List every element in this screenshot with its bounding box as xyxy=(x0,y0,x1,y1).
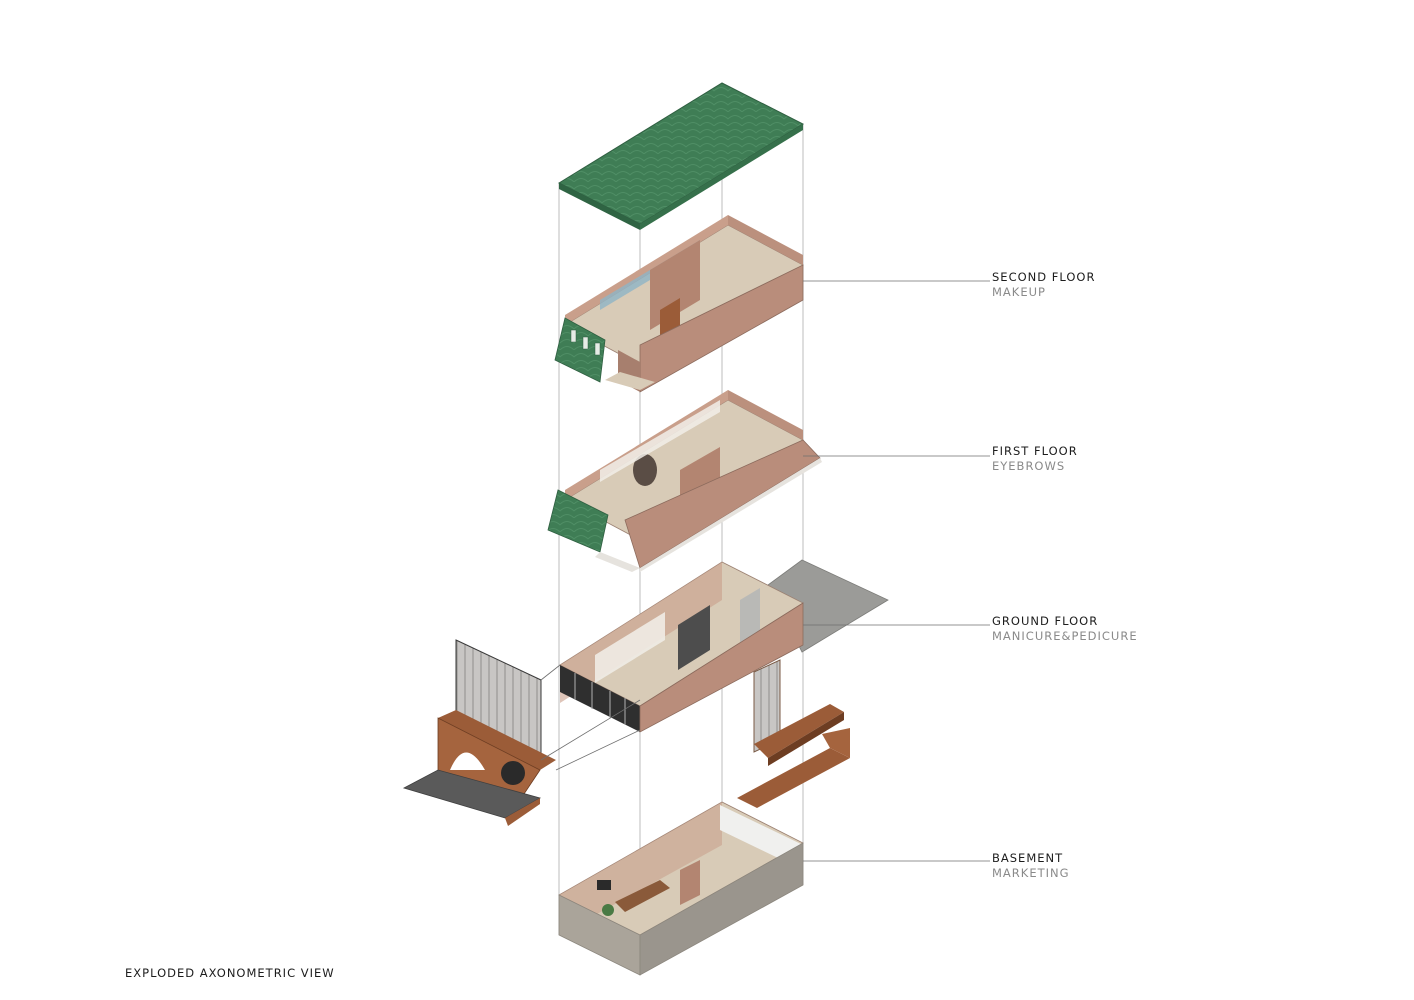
level-use: MANICURE&PEDICURE xyxy=(992,629,1138,643)
level-label-basement: BASEMENT MARKETING xyxy=(992,851,1070,881)
level-label-second-floor: SECOND FLOOR MAKEUP xyxy=(992,270,1095,300)
level-use: MAKEUP xyxy=(992,285,1046,299)
level-name: FIRST FLOOR xyxy=(992,444,1078,458)
level-label-ground-floor: GROUND FLOOR MANICURE&PEDICURE xyxy=(992,614,1138,644)
basement-model xyxy=(558,801,804,976)
level-name: GROUND FLOOR xyxy=(992,614,1099,628)
facade-signage-element xyxy=(402,639,556,826)
ground-floor-model xyxy=(559,559,889,733)
leader-lines xyxy=(803,280,990,862)
level-label-first-floor: FIRST FLOOR EYEBROWS xyxy=(992,444,1078,474)
level-use: EYEBROWS xyxy=(992,459,1066,473)
first-floor-model xyxy=(547,390,822,572)
level-name: BASEMENT xyxy=(992,851,1064,865)
level-name: SECOND FLOOR xyxy=(992,270,1096,284)
roof-slab xyxy=(557,82,805,230)
second-floor-model xyxy=(554,215,804,393)
reception-furniture xyxy=(737,659,850,808)
diagram-caption: EXPLODED AXONOMETRIC VIEW xyxy=(125,966,335,980)
facade-connector-lines xyxy=(540,664,641,771)
level-use: MARKETING xyxy=(992,866,1070,880)
